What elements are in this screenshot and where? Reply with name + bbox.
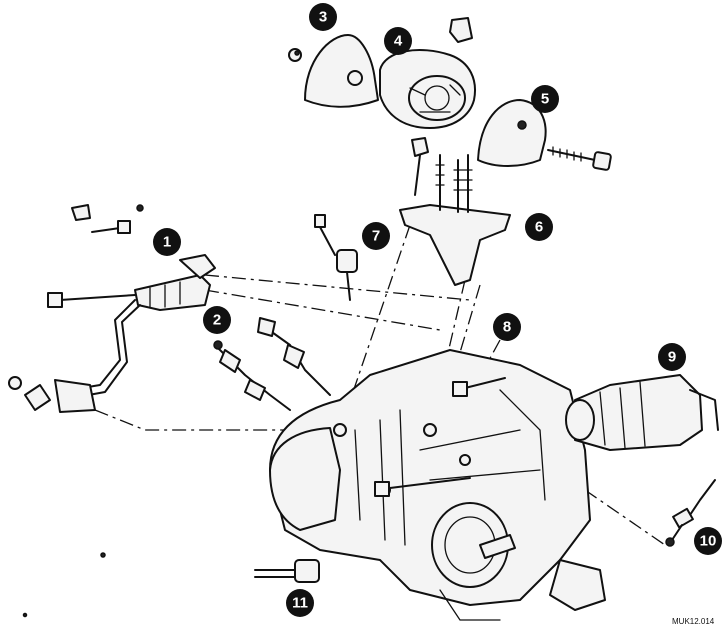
clutch-slave-cylinder-part [8,204,216,413]
callout-10: 10 [694,527,722,555]
reversing-light-connector-part [254,559,320,583]
mount-bracket-part [399,137,511,286]
callout-7: 7 [362,222,390,250]
callout-3: 3 [309,3,337,31]
callout-11: 11 [286,589,314,617]
callout-8: 8 [493,313,521,341]
callout-2: 2 [203,306,231,334]
callout-6: 6 [525,213,553,241]
svg-text:8: 8 [503,319,511,336]
mount-cover-part-right [477,99,547,167]
sensor-switch-part [314,214,358,301]
svg-text:5: 5 [541,91,549,108]
speed-sensor-part [665,479,716,547]
svg-text:6: 6 [535,219,543,236]
svg-text:3: 3 [319,9,327,26]
svg-text:2: 2 [213,312,221,329]
svg-text:10: 10 [700,533,717,550]
ink-speck [100,552,106,558]
gearshift-cables-part [213,317,331,411]
svg-text:9: 9 [668,349,676,366]
callout-5: 5 [531,85,559,113]
bolt-part [547,146,612,171]
svg-text:4: 4 [394,33,403,50]
mount-cover-part [288,17,473,108]
callout-4: 4 [384,27,412,55]
casing-bolt-part [452,377,506,397]
gearbox-casing-part [269,349,606,621]
callout-9: 9 [658,343,686,371]
starter-motor-part [565,374,719,451]
figure-code: MUK12.014 [672,617,715,626]
svg-text:11: 11 [292,595,308,612]
engine-mount-part [379,49,476,129]
callout-1: 1 [153,228,181,256]
ink-speck [22,612,28,618]
svg-text:7: 7 [372,228,380,245]
svg-text:1: 1 [163,234,171,251]
